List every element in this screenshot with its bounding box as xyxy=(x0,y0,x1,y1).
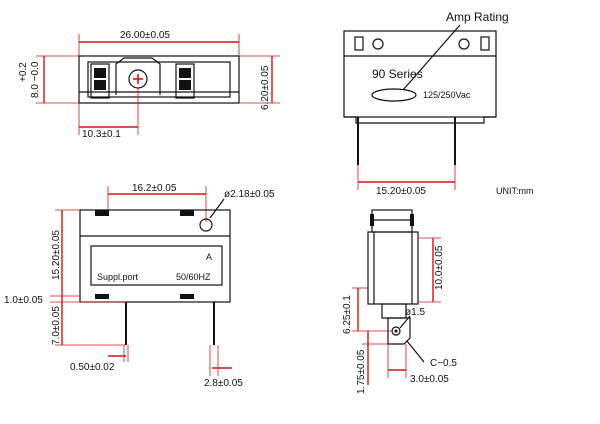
front-label-supplier: Suppl.port xyxy=(97,272,139,282)
amp-rating-label: Amp Rating xyxy=(446,10,509,24)
end-bottom-dim: 3.0±0.05 xyxy=(410,374,449,385)
top-height-tol-plus: +0.2 xyxy=(18,62,29,82)
top-height-tol-minus: 8.0 −0.0 xyxy=(30,61,41,98)
end-left-dim-2: 1.75±0.05 xyxy=(356,349,367,394)
front-height-dim: 15.20±0.05 xyxy=(51,230,62,280)
voltage-label: 125/250Vac xyxy=(423,90,471,100)
front-view: 16.2±0.05 ø2.18±0.05 A Suppl.port 50/60H… xyxy=(4,183,275,389)
front-label-a: A xyxy=(206,252,212,262)
front-left-dim-1: 1.0±0.05 xyxy=(4,295,43,306)
end-right-dim: 10.0±0.05 xyxy=(434,245,445,290)
end-chamfer: C−0.5 xyxy=(430,358,457,369)
top-bottom-dim: 10.3±0.1 xyxy=(82,129,121,140)
front-left-dim-2: 7.0±0.05 xyxy=(51,306,62,345)
top-view: 26.00±0.05 +0.2 8.0 −0.0 6.20±0.05 xyxy=(18,30,280,140)
front-bottom-left-dim: 0.50±0.02 xyxy=(70,362,115,373)
front-top-dim: 16.2±0.05 xyxy=(132,183,177,194)
front-hole-dim: ø2.18±0.05 xyxy=(224,189,275,200)
end-view: 10.0±0.05 6.25±0.1 ø1.5 C−0.5 1.75±0.05 … xyxy=(342,209,457,394)
front-bottom-right-dim: 2.8±0.05 xyxy=(204,378,243,389)
top-width-dim: 26.00±0.05 xyxy=(120,30,170,41)
side-view: Amp Rating 90 Series 125/250Vac 15.20±0.… xyxy=(343,10,534,197)
end-left-dim-1: 6.25±0.1 xyxy=(342,295,353,334)
series-label: 90 Series xyxy=(372,67,423,81)
top-right-dim: 6.20±0.05 xyxy=(260,65,271,110)
side-width-dim: 15.20±0.05 xyxy=(376,186,426,197)
front-label-freq: 50/60HZ xyxy=(176,272,211,282)
end-hole-dim: ø1.5 xyxy=(405,307,425,318)
unit-label: UNIT:mm xyxy=(496,186,534,196)
